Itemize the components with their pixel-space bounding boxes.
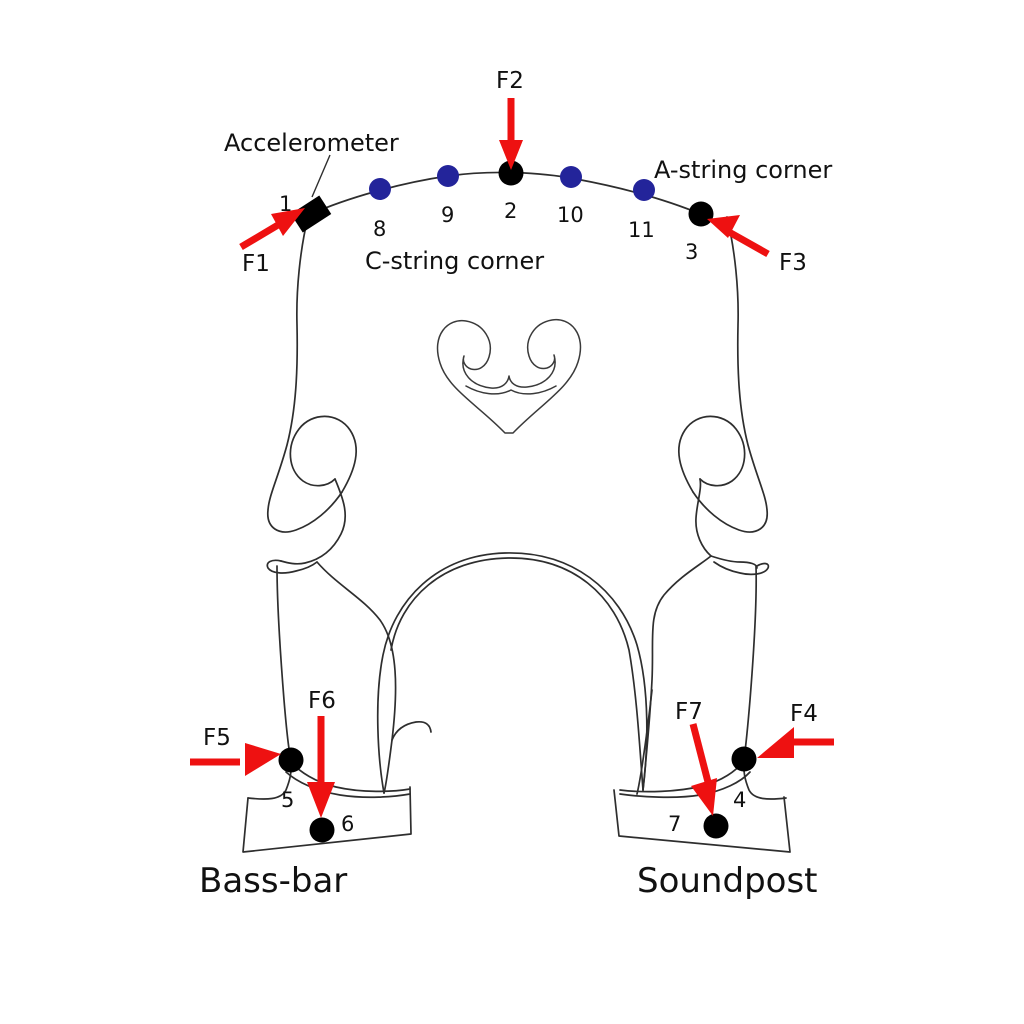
force-arrow-f5[interactable]: [190, 743, 281, 776]
force-label-f3: F3: [779, 250, 807, 276]
annotation-bass-bar: Bass-bar: [199, 861, 348, 901]
force-label-f6: F6: [308, 688, 336, 714]
point-label-5: 5: [281, 788, 295, 812]
point-label-10: 10: [557, 203, 584, 227]
point-label-8: 8: [373, 217, 387, 241]
measurement-point-10[interactable]: [560, 166, 582, 188]
point-label-9: 9: [441, 203, 455, 227]
force-label-f7: F7: [675, 699, 703, 725]
measurement-point-4[interactable]: [731, 746, 757, 772]
measurement-points-layer: [278, 160, 757, 843]
measurement-point-3[interactable]: [688, 201, 714, 227]
measurement-point-6[interactable]: [309, 817, 335, 843]
measurement-point-7[interactable]: [703, 813, 729, 839]
annotation-accelerometer: Accelerometer: [224, 129, 399, 157]
point-label-3: 3: [685, 240, 699, 264]
measurement-point-8[interactable]: [369, 178, 391, 200]
annotation-a-string-corner: A-string corner: [654, 156, 833, 184]
point-label-2: 2: [504, 199, 518, 223]
measurement-point-9[interactable]: [437, 165, 459, 187]
force-label-f4: F4: [790, 701, 818, 727]
force-arrow-f7[interactable]: [689, 723, 717, 816]
measurement-point-11[interactable]: [633, 179, 655, 201]
point-label-6: 6: [341, 812, 355, 836]
measurement-point-5[interactable]: [278, 747, 304, 773]
accelerometer-marker[interactable]: [290, 195, 332, 233]
point-label-7: 7: [668, 812, 682, 836]
measurement-point-2[interactable]: [498, 160, 524, 186]
accelerometer-leader-line: [311, 154, 331, 198]
annotation-soundpost: Soundpost: [637, 861, 818, 901]
force-arrow-f2[interactable]: [499, 98, 523, 170]
force-arrow-f3[interactable]: [707, 215, 770, 258]
force-arrows-layer: [190, 98, 834, 818]
force-arrow-f4[interactable]: [757, 727, 834, 758]
force-arrow-f1[interactable]: [239, 208, 305, 251]
force-label-f1: F1: [242, 251, 270, 277]
heart-cutout: [436, 318, 582, 434]
force-label-f5: F5: [203, 725, 231, 751]
point-label-1: 1: [279, 192, 293, 216]
point-label-4: 4: [733, 788, 747, 812]
force-arrow-f6[interactable]: [307, 716, 335, 818]
annotation-c-string-corner: C-string corner: [365, 247, 545, 275]
force-label-f2: F2: [496, 68, 524, 94]
point-label-11: 11: [628, 218, 655, 242]
